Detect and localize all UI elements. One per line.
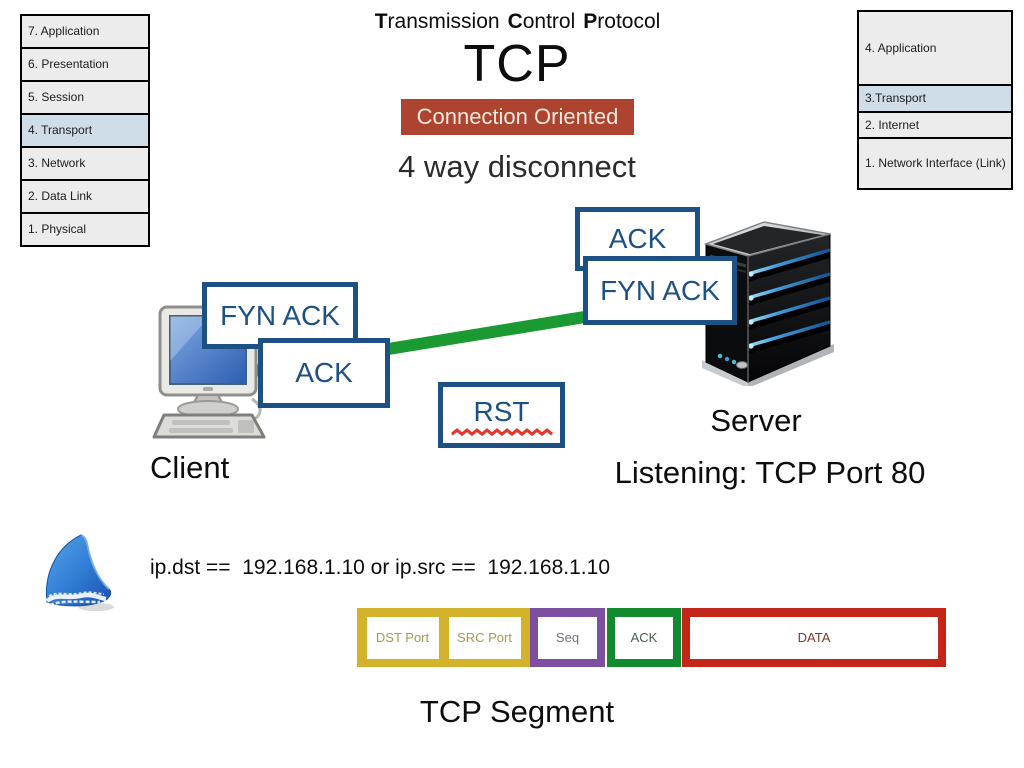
client-label: Client [150, 450, 230, 485]
flow-box-label: FYN ACK [600, 274, 720, 306]
tcp-segment-bar: DST Port SRC Port Seq ACK DATA [357, 608, 946, 667]
tcp-acronym: TCP [463, 35, 571, 93]
osi-row-presentation: 6. Presentation [22, 49, 148, 82]
flow-box-rst: RST [438, 382, 565, 448]
title-word: Control [507, 10, 576, 33]
segment-field-ack: ACK [615, 616, 673, 659]
connection-oriented-badge: Connection Oriented [401, 99, 634, 135]
osi-row-transport: 4. Transport [22, 115, 148, 148]
wireshark-fin-icon [45, 534, 114, 611]
segment-field-src-port: SRC Port [448, 616, 521, 659]
slide-title: Transmission Control Protocol [260, 10, 775, 34]
segment-field-data: DATA [690, 616, 938, 659]
segment-group-ports: DST Port SRC Port [357, 608, 530, 667]
tcpip-model-table: 4. Application 3.Transport 2. Internet 1… [857, 10, 1013, 190]
segment-field-dst-port: DST Port [366, 616, 439, 659]
flow-box-label: RST [473, 396, 530, 427]
red-scribble-underline [450, 428, 553, 437]
osi-row-session: 5. Session [22, 82, 148, 115]
title-word: Transmission [374, 10, 500, 33]
segment-field-seq: Seq [538, 616, 597, 659]
osi-model-table: 7. Application 6. Presentation 5. Sessio… [20, 14, 150, 247]
osi-row-physical: 1. Physical [22, 214, 148, 245]
tcp-segment-caption: TCP Segment [419, 694, 615, 729]
tcpip-row-network-interface: 1. Network Interface (Link) [859, 139, 1011, 188]
server-listening-label: Listening: TCP Port 80 [614, 455, 926, 490]
flow-box-label: ACK [295, 357, 353, 388]
flow-box-label: ACK [608, 223, 667, 254]
tcpip-row-transport: 3.Transport [859, 86, 1011, 113]
osi-row-network: 3. Network [22, 148, 148, 181]
tcpip-row-application: 4. Application [859, 12, 1011, 86]
segment-group-ack: ACK [607, 608, 681, 667]
title-word: Protocol [583, 10, 661, 33]
server-label: Server [710, 403, 802, 438]
segment-group-seq: Seq [530, 608, 605, 667]
flow-box-fyn-ack-server: FYN ACK [583, 256, 737, 325]
osi-row-application: 7. Application [22, 16, 148, 49]
osi-row-datalink: 2. Data Link [22, 181, 148, 214]
flow-box-label: FYN ACK [220, 299, 340, 331]
subheading-4-way-disconnect: 4 way disconnect [398, 149, 636, 184]
tcpip-row-internet: 2. Internet [859, 113, 1011, 139]
segment-group-data: DATA [682, 608, 946, 667]
wireshark-filter-text: ip.dst == 192.168.1.10 or ip.src == 192.… [150, 556, 611, 579]
flow-box-ack-client: ACK [258, 338, 390, 408]
